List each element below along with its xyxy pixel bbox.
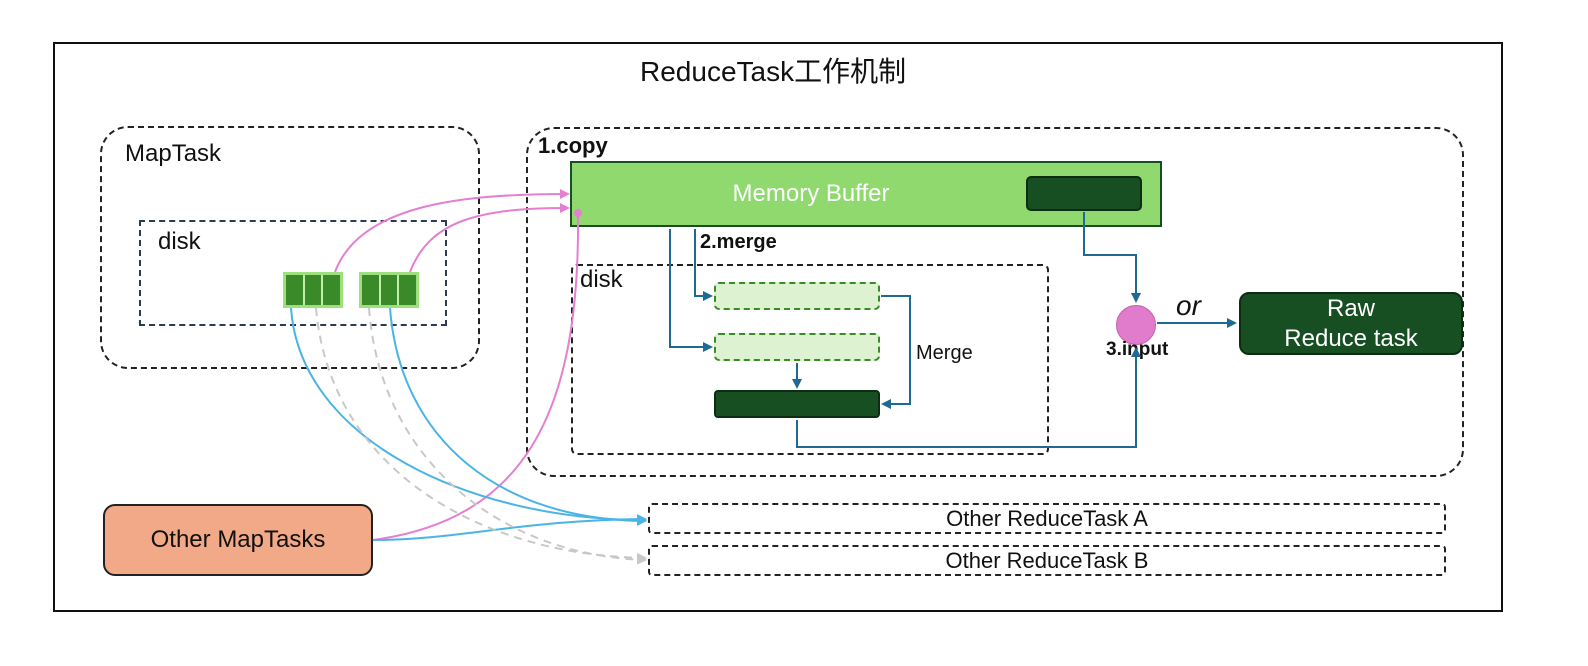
raw-reduce-task: Raw Reduce task <box>1239 292 1463 355</box>
reducetask-disk-box <box>571 264 1049 455</box>
spill-arrow-2 <box>669 229 713 352</box>
sky-arrow-2 <box>389 307 647 526</box>
map-output-partition-2 <box>359 272 419 308</box>
raw-reduce-line2: Reduce task <box>1284 324 1418 352</box>
maptask-disk-label: disk <box>158 228 201 255</box>
merge-label: Merge <box>916 342 973 364</box>
reducetask-disk-label: disk <box>580 266 623 293</box>
other-maptasks-box: Other MapTasks <box>103 504 373 576</box>
merged-file <box>714 390 880 418</box>
copy-arrow-other <box>372 214 580 541</box>
map-output-partition-1 <box>283 272 343 308</box>
other-reducetask-b: Other ReduceTask B <box>648 545 1446 576</box>
memory-buffer-block <box>1026 176 1142 211</box>
spill-arrow-1 <box>694 229 713 301</box>
sky-arrow-1 <box>290 307 647 525</box>
maptask-box <box>100 126 480 369</box>
merge-loop-arrow <box>881 295 911 409</box>
raw-reduce-line1: Raw <box>1326 294 1375 322</box>
or-label: or <box>1176 290 1201 321</box>
buffer-to-input-arrow <box>1083 212 1141 303</box>
spill-file-1 <box>714 282 880 310</box>
copy-arrow-1 <box>334 189 570 273</box>
other-reducetask-a: Other ReduceTask A <box>648 503 1446 534</box>
spill-file-2 <box>714 333 880 361</box>
memory-buffer-label: Memory Buffer <box>732 180 890 207</box>
outer-frame <box>53 42 1503 612</box>
sky-arrow-3 <box>372 514 647 541</box>
diagram-title: ReduceTask工作机制 <box>640 56 907 87</box>
reducetask-box <box>526 127 1464 477</box>
grey-arrow-2 <box>368 307 647 565</box>
other-reducetask-b-label: Other ReduceTask B <box>945 547 1149 573</box>
merged-to-input-arrow <box>796 347 1141 448</box>
merge-step-label: 2.merge <box>700 231 777 253</box>
copy-arrow-2 <box>409 203 570 273</box>
copy-arrow-other-end <box>574 209 582 217</box>
grey-arrow-1 <box>315 307 647 563</box>
other-reducetask-a-label: Other ReduceTask A <box>946 505 1148 531</box>
copy-step-label: 1.copy <box>538 133 608 158</box>
maptask-label: MapTask <box>125 140 222 167</box>
input-node <box>1116 305 1156 345</box>
other-maptasks-label: Other MapTasks <box>150 526 326 553</box>
